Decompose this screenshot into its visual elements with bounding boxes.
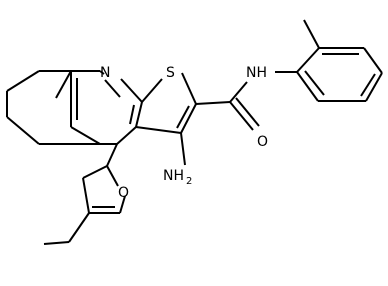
bond xyxy=(82,165,108,179)
bond xyxy=(135,126,182,134)
bond xyxy=(363,47,383,74)
furan-ring xyxy=(43,143,126,245)
bond xyxy=(120,78,143,103)
bond xyxy=(106,143,118,167)
bond xyxy=(6,70,40,92)
bond xyxy=(180,103,197,134)
bond xyxy=(195,101,231,105)
atom-nh2-subscript: 2 xyxy=(186,176,192,187)
bond-double xyxy=(360,73,376,97)
bond xyxy=(70,126,101,145)
atom-nh2-amino: NH xyxy=(163,168,184,184)
atom-s-ring: S xyxy=(166,65,175,81)
bond-double xyxy=(235,97,260,127)
bond-double xyxy=(104,79,121,98)
bond xyxy=(68,212,90,243)
bond-double xyxy=(176,105,190,129)
bond-amino xyxy=(180,132,186,166)
bond-double xyxy=(129,104,135,125)
bond xyxy=(181,72,197,105)
atom-n-ring: N xyxy=(100,65,110,81)
bond xyxy=(106,165,119,187)
atom-o-furan: O xyxy=(118,185,129,201)
atom-o-carbonyl: O xyxy=(257,134,268,150)
bond xyxy=(229,101,254,131)
amide-group xyxy=(195,71,297,131)
atom-nh-amide: NH xyxy=(246,65,267,81)
bond-methyl xyxy=(43,241,70,245)
bond xyxy=(116,126,137,145)
bond xyxy=(119,195,126,214)
bond xyxy=(365,72,383,102)
bond xyxy=(55,70,72,99)
bond xyxy=(99,70,105,75)
bond xyxy=(296,71,319,102)
tolyl-ring xyxy=(296,19,383,102)
bond xyxy=(141,78,163,103)
bond-methyl xyxy=(303,19,320,49)
bond xyxy=(229,81,248,103)
bond xyxy=(6,116,40,145)
bond xyxy=(135,101,143,128)
pyridine-ring xyxy=(55,70,143,145)
bond-double xyxy=(304,70,325,96)
thiophene-ring xyxy=(135,72,197,134)
bond xyxy=(296,47,320,73)
cyclohexane-ring xyxy=(6,70,71,145)
bond xyxy=(82,177,90,214)
